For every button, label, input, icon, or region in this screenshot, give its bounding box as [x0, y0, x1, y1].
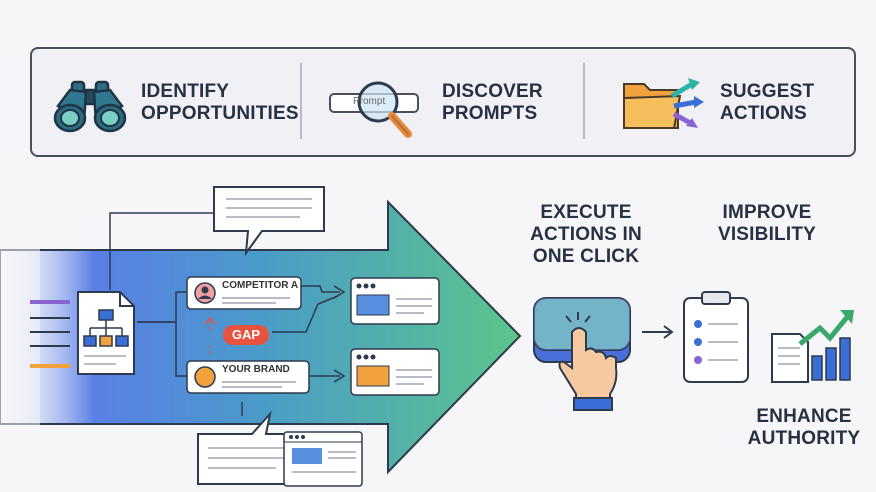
arrow-right-icon [642, 325, 674, 339]
search-field-text: Prompt [353, 96, 386, 107]
chat-bubble-bottom [197, 410, 363, 487]
gap-label: GAP [231, 327, 261, 342]
input-lines [30, 300, 70, 368]
competitor-label: COMPETITOR A [222, 280, 299, 291]
chat-bubble-top [213, 186, 325, 257]
divider [583, 63, 585, 139]
growth-chart-icon [771, 310, 854, 383]
one-click-button-icon [533, 297, 631, 411]
top-steps-panel [30, 47, 856, 157]
divider [300, 63, 302, 139]
document-hierarchy-icon [77, 291, 135, 375]
browser-window-orange [350, 348, 440, 396]
gap-badge [223, 325, 269, 345]
brand-label: YOUR BRAND [222, 364, 290, 375]
clipboard-checklist-icon [683, 291, 749, 383]
competitor-card [186, 276, 302, 310]
folder-arrows-icon [623, 78, 704, 129]
magnifier-search-icon [329, 81, 419, 138]
connector-lines [109, 212, 346, 416]
binoculars-icon [53, 80, 127, 133]
browser-window-blue [350, 277, 440, 325]
brand-card [186, 360, 310, 394]
